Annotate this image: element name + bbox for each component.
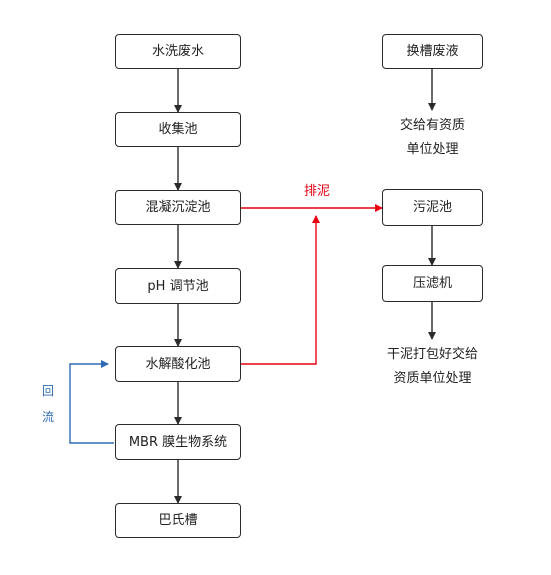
mbr-membrane-bioreactor-box: MBR 膜生物系统 [115, 424, 241, 460]
pasteur-tank-box: 巴氏槽 [115, 503, 241, 538]
sludge-discharge-label: 排泥 [304, 184, 331, 199]
filter-press-box: 压滤机 [382, 265, 483, 302]
coagulation-sedimentation-tank-box: 混凝沉淀池 [115, 190, 241, 225]
discharge-line-hydrolysis [241, 215, 320, 365]
collection-tank-box: 收集池 [115, 112, 241, 147]
spent-tank-liquid-box: 换槽废液 [382, 34, 483, 69]
return-flow-label-char2: 流 [42, 410, 55, 424]
ph-adjustment-tank-box: pH 调节池 [115, 268, 241, 304]
return-loop-line [69, 360, 114, 444]
wash-wastewater-box: 水洗废水 [115, 34, 241, 69]
dry-sludge-note-line1: 干泥打包好交给 [386, 347, 478, 362]
hydrolysis-acidification-tank-box: 水解酸化池 [115, 346, 241, 382]
return-flow-label-char1: 回 [42, 384, 55, 398]
dry-sludge-note-line2: 资质单位处理 [393, 371, 472, 386]
qualified-disposal-note-line1: 交给有资质 [399, 118, 465, 133]
qualified-disposal-note-line2: 单位处理 [406, 142, 459, 157]
sludge-tank-box: 污泥池 [382, 189, 483, 226]
